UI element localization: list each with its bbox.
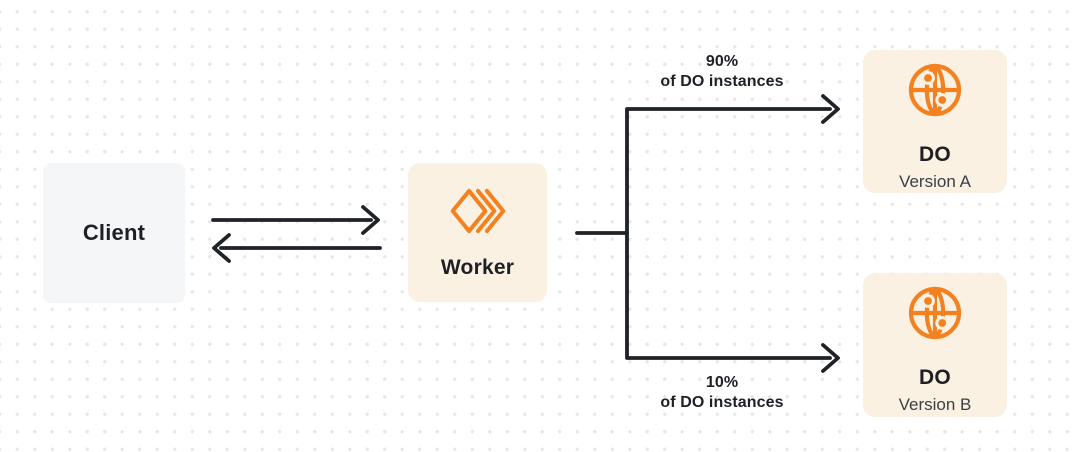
worker-label: Worker	[440, 256, 515, 279]
client-label: Client	[82, 220, 146, 245]
percent-text: 10%	[705, 374, 739, 391]
arrowhead-version-b	[821, 343, 840, 373]
globe-icon	[908, 63, 962, 117]
client-node: Client	[43, 163, 185, 303]
worker-node: Worker	[408, 163, 547, 302]
percent-text: 90%	[705, 53, 739, 70]
workers-logo-icon	[450, 188, 505, 234]
caption-text: of DO instances	[660, 73, 784, 90]
split-branches	[625, 107, 832, 360]
do-version-b-node: DO Version B	[863, 273, 1007, 417]
client-to-worker-arrow	[211, 205, 380, 235]
do-version-a-subtitle: Version A	[899, 172, 971, 191]
worker-to-client-arrow	[212, 233, 382, 263]
do-version-a-title: DO	[918, 143, 952, 166]
split-label-version-a: 90% of DO instances	[622, 52, 822, 92]
do-version-b-subtitle: Version B	[898, 395, 972, 414]
do-version-b-title: DO	[918, 366, 952, 389]
globe-icon	[908, 286, 962, 340]
split-label-version-b: 10% of DO instances	[622, 373, 822, 413]
arrowhead-version-a	[821, 94, 840, 124]
do-version-a-node: DO Version A	[863, 50, 1007, 193]
caption-text: of DO instances	[660, 394, 784, 411]
